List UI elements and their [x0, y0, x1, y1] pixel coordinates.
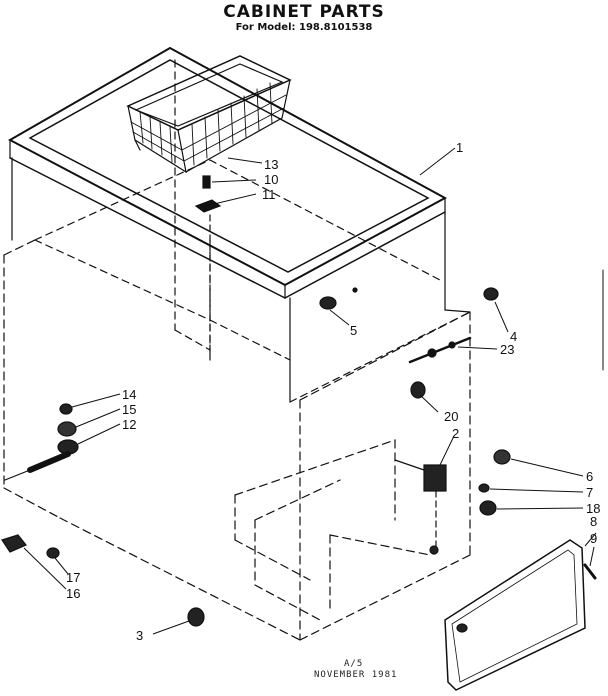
part-23-heater-wire	[408, 336, 472, 364]
part-5-plug	[319, 287, 358, 310]
callout-5: 5	[350, 323, 357, 338]
callout-3: 3	[136, 628, 143, 643]
part-14-15-12-drain	[4, 403, 79, 481]
callout-13: 13	[264, 157, 278, 172]
footer-code: A/5	[344, 659, 364, 669]
model-number: For Model: 198.8101538	[235, 22, 373, 33]
callout-17: 17	[66, 570, 80, 585]
part-4-grommet	[483, 287, 499, 301]
callout-12: 12	[122, 417, 136, 432]
callout-10: 10	[264, 172, 278, 187]
callout-23: 23	[500, 342, 514, 357]
part-16-17-switch	[1, 534, 60, 559]
part-2-thermostat	[394, 459, 447, 555]
callout-2: 2	[452, 426, 459, 441]
callout-18: 18	[586, 501, 600, 516]
diagram-title: CABINET PARTS	[223, 2, 385, 22]
callout-15: 15	[122, 402, 136, 417]
callout-20: 20	[444, 409, 458, 424]
callout-9: 9	[590, 531, 597, 546]
part-8-panel	[444, 539, 586, 691]
cabinet-top	[7, 46, 448, 299]
part-18-grommet	[479, 500, 497, 516]
part-3-grommet	[187, 607, 205, 627]
callout-4: 4	[510, 329, 517, 344]
part-11-clip	[194, 199, 222, 361]
leader-lines	[23, 147, 597, 635]
callout-14: 14	[122, 387, 136, 402]
callout-1: 1	[456, 140, 463, 155]
callout-16: 16	[66, 586, 80, 601]
part-9-screw	[583, 563, 597, 580]
cabinet-liner	[11, 59, 471, 403]
callout-6: 6	[586, 469, 593, 484]
part-7-pin	[478, 483, 490, 493]
part-10-screw	[202, 175, 211, 189]
part-6-grommet	[493, 449, 511, 465]
outer-cabinet	[3, 239, 471, 641]
callout-8: 8	[590, 514, 597, 529]
callout-labels: 1 2 3 4 5 6 7 8 9 10 11 12 13 14 15 16 1…	[66, 140, 600, 643]
wire-basket	[126, 55, 292, 174]
part-20-grommet	[410, 381, 426, 399]
callout-7: 7	[586, 485, 593, 500]
callout-11: 11	[262, 187, 276, 202]
footer-date: NOVEMBER 1981	[314, 670, 398, 680]
